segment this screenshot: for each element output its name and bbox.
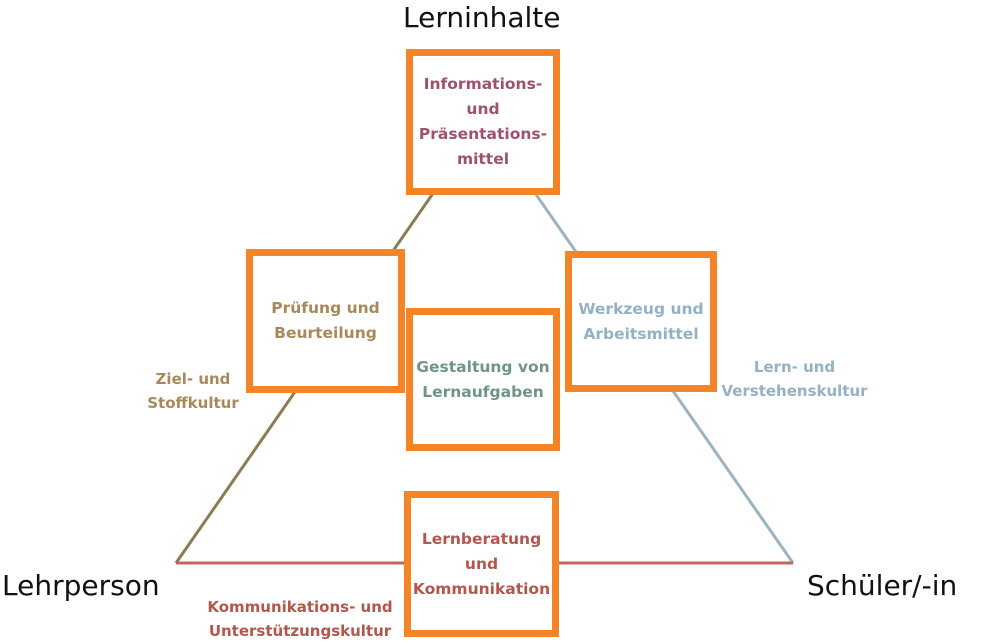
box-tools: Werkzeug und Arbeitsmittel	[565, 251, 717, 392]
culture-label-goals: Ziel- und Stoffkultur	[147, 370, 239, 412]
box-label: Gestaltung von Lernaufgaben	[416, 357, 550, 401]
culture-label-support: Kommunikations- und Unterstützungskultur	[207, 598, 393, 640]
box-assessment: Prüfung und Beurteilung	[246, 249, 405, 393]
box-label: Lernberatung und Kommunikation	[414, 529, 549, 598]
box-label: Prüfung und Beurteilung	[271, 299, 380, 342]
box-information-presentation: Informations- und Präsentations- mittel	[406, 49, 560, 195]
box-task-design: Gestaltung von Lernaufgaben	[406, 308, 560, 451]
corner-label-learning-content: Lerninhalte	[403, 1, 561, 34]
box-counselling: Lernberatung und Kommunikation	[404, 491, 559, 637]
box-label: Informations- und Präsentations- mittel	[418, 75, 548, 168]
corner-label-student: Schüler/-in	[807, 569, 958, 602]
box-label: Werkzeug und Arbeitsmittel	[578, 299, 704, 343]
culture-label-understanding: Lern- und Verstehenskultur	[721, 358, 868, 400]
corner-label-teacher: Lehrperson	[2, 569, 160, 602]
